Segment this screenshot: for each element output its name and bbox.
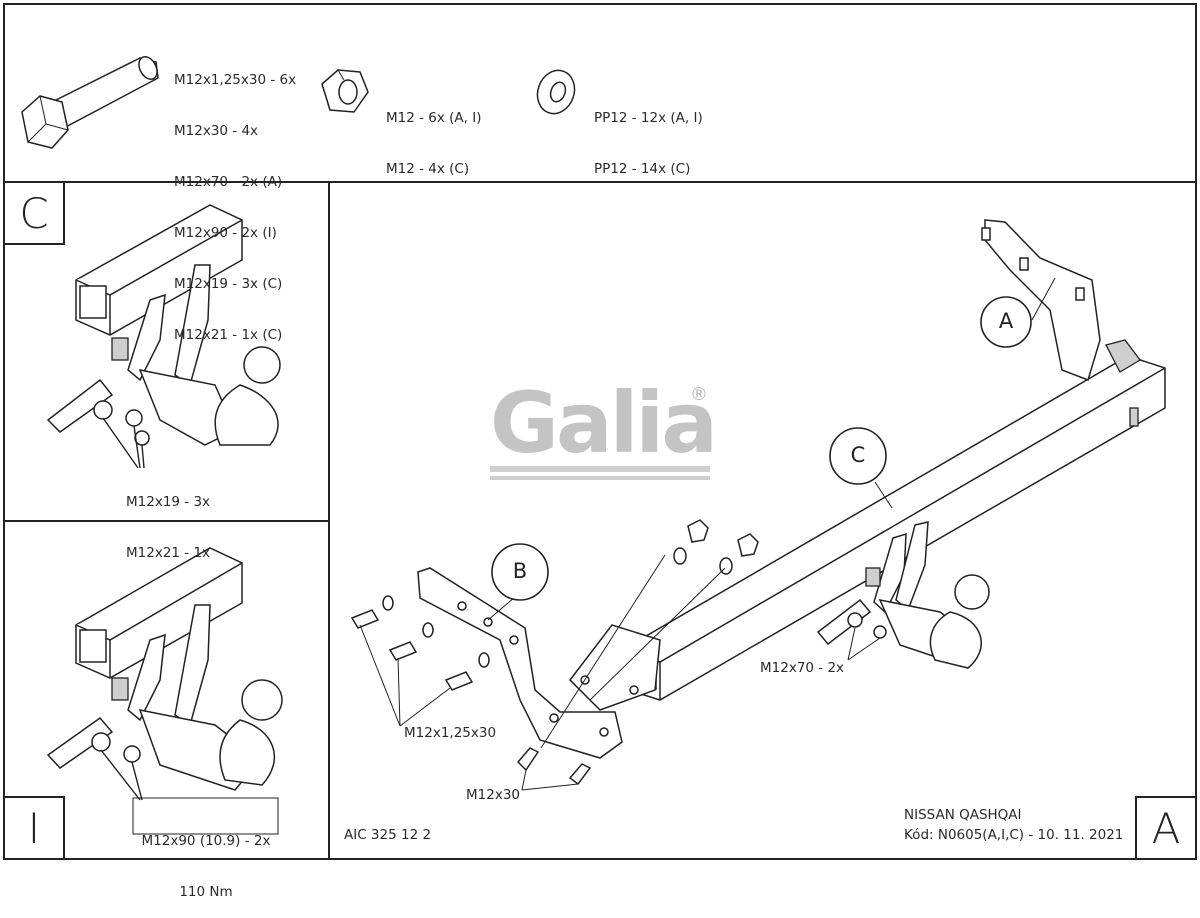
panel-c-label: M12x21 - 1x (126, 545, 211, 561)
panel-i-label: 110 Nm (179, 884, 233, 900)
callout-c-letter: C (850, 443, 866, 467)
bolt-spec: M12x30 - 4x (174, 123, 259, 139)
bolt-spec: M12x21 - 1x (C) (174, 327, 283, 343)
bolt-spec: M12x90 - 2x (I) (174, 225, 277, 241)
panel-i (3, 520, 330, 860)
galia-logo (490, 466, 710, 480)
bolt-list: M12x1,25x30 - 6x M12x30 - 4x M12x70 - 2x… (174, 38, 296, 361)
washer-list: PP12 - 12x (A, I) PP12 - 14x (C) (594, 76, 703, 195)
panel-i-labels: M12x90 (10.9) - 2x 110 Nm (136, 799, 276, 918)
crossbar-nuts (673, 519, 759, 575)
bolt-m12x30-label: M12x30 (466, 787, 520, 803)
panel-c-label: M12x19 - 3x (126, 494, 211, 510)
nut-list: M12 - 6x (A, I) M12 - 4x (C) (386, 76, 481, 195)
washer-icon (536, 69, 576, 115)
panel-c-letter: C (3, 181, 65, 245)
callout-c (829, 427, 887, 485)
washer-spec: PP12 - 12x (A, I) (594, 110, 703, 126)
panel-c-assembly-icon (46, 204, 281, 469)
panel-c-labels: M12x19 - 3x M12x21 - 1x (126, 460, 210, 579)
bolt-spec: M12x1,25x30 - 6x (174, 72, 297, 88)
ball-hitch (816, 521, 990, 669)
nut-spec: M12 - 6x (A, I) (386, 110, 482, 126)
callout-b-letter: B (512, 559, 528, 583)
galia-logo-text: Galia (490, 374, 718, 472)
bracket-b-bolts (350, 595, 592, 786)
nut-icon (321, 69, 369, 113)
bolt-spec: M12x70 - 2x (A) (174, 174, 283, 190)
panel-i-label: M12x90 (10.9) - 2x (141, 833, 271, 849)
nut-spec: M12 - 4x (C) (386, 161, 470, 177)
hardware-panel (3, 3, 1197, 183)
vehicle-name: NISSAN QASHQAI (904, 807, 1022, 823)
panel-i-assembly-icon (46, 547, 283, 835)
bracket-b (417, 567, 661, 759)
drawing-code: AIC 325 12 2 (344, 827, 432, 843)
callout-a-letter: A (998, 309, 1014, 333)
leader-lines (359, 277, 1056, 791)
bolt-a-label: M12x70 - 2x (760, 660, 845, 676)
galia-logo-mark: ® (690, 384, 708, 405)
callout-b (491, 543, 549, 601)
callout-a (980, 296, 1032, 348)
main-letter: A (1135, 796, 1197, 860)
bolt-b-label: M12x1,25x30 (404, 725, 497, 741)
washer-spec: PP12 - 14x (C) (594, 161, 691, 177)
panel-i-letter: I (3, 796, 65, 860)
assembly-diagram (21, 56, 1166, 835)
bolt-spec: M12x19 - 3x (C) (174, 276, 283, 292)
bolt-icon (21, 56, 159, 149)
kod-line: Kód: N0605(A,I,C) - 10. 11. 2021 (904, 827, 1124, 843)
